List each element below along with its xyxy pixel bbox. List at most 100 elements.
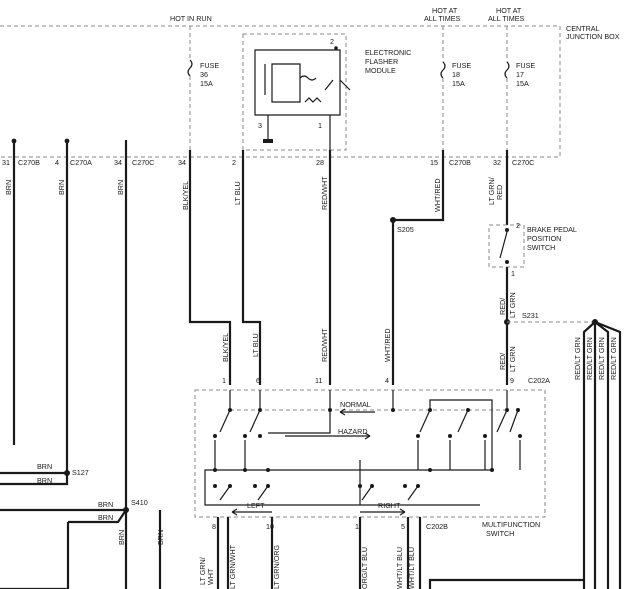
svg-text:5: 5 xyxy=(401,522,405,531)
wire-color-red-lt-grn-2a: RED/ xyxy=(498,353,507,370)
brn-label-s410-bottom: BRN xyxy=(98,513,113,522)
svg-text:SWITCH: SWITCH xyxy=(486,529,514,538)
splice-s231: S231 xyxy=(522,311,539,320)
wire-color-lt-grn-wht-b: LT GRN/WHT xyxy=(228,544,237,589)
wire-color-wht-lt-blu-b: WHT/LT BLU xyxy=(407,547,416,589)
splice-s205: S205 xyxy=(397,225,414,234)
brn-label-s127-bottom: BRN xyxy=(37,476,52,485)
wire-right-bundle-bottom xyxy=(428,578,584,589)
svg-text:15: 15 xyxy=(430,158,438,167)
svg-text:11: 11 xyxy=(315,376,322,385)
wire-color-red-wht-upper: RED/WHT xyxy=(320,176,329,210)
svg-text:4: 4 xyxy=(385,376,389,385)
right-bundle-label-3: RED/LT GRN xyxy=(597,337,606,380)
splice-s410-dot xyxy=(123,507,129,513)
svg-text:6: 6 xyxy=(256,376,260,385)
connector-row: 31 C270B 4 C270A 34 C270C 34 2 28 15 C27… xyxy=(2,158,534,167)
brake-pedal-position-switch: BRAKE PEDAL POSITION SWITCH 2 1 xyxy=(488,221,577,278)
wire-color-red-lt-grn-1a: RED/ xyxy=(498,298,507,315)
splice-s127: S127 xyxy=(72,468,89,477)
right-bundle-label-2: RED/LT GRN xyxy=(585,337,594,380)
svg-text:15A: 15A xyxy=(200,79,213,88)
multifunction-switch: 1 6 11 4 9 C202A NORMAL HAZARD xyxy=(194,376,550,538)
svg-text:8: 8 xyxy=(212,522,216,531)
hot-at-all-times-1-line1: HOT AT xyxy=(432,6,458,15)
wire-lt-grn-wht xyxy=(216,517,230,589)
svg-text:C270A: C270A xyxy=(70,158,92,167)
svg-text:32: 32 xyxy=(493,158,501,167)
svg-text:FUSE: FUSE xyxy=(452,61,471,70)
wire-color-brn-2: BRN xyxy=(57,180,66,195)
wire-brn-s410 xyxy=(0,508,127,589)
svg-text:C270C: C270C xyxy=(132,158,154,167)
wire-color-org-lt-blu: ORG/LT BLU xyxy=(360,547,369,589)
wire-color-blk-yel-upper: BLK/YEL xyxy=(181,181,190,210)
hot-at-all-times-2-line1: HOT AT xyxy=(496,6,522,15)
svg-text:1: 1 xyxy=(511,269,515,278)
brn-label-s127-top: BRN xyxy=(37,462,52,471)
hot-at-all-times-1-line2: ALL TIMES xyxy=(424,14,461,23)
svg-text:17: 17 xyxy=(516,70,524,79)
svg-text:2: 2 xyxy=(516,221,520,230)
svg-text:POSITION: POSITION xyxy=(527,234,561,243)
svg-text:18: 18 xyxy=(452,70,460,79)
right-bundle-label-4: RED/LT GRN xyxy=(609,337,618,380)
wire-blk-yel xyxy=(188,150,232,385)
svg-text:9: 9 xyxy=(510,376,514,385)
right-bundle-wires xyxy=(582,320,622,589)
svg-text:RIGHT: RIGHT xyxy=(378,501,401,510)
wire-color-lt-blu-mid: LT BLU xyxy=(251,333,260,357)
svg-text:BRAKE PEDAL: BRAKE PEDAL xyxy=(527,225,577,234)
wire-lt-blu xyxy=(241,150,262,385)
svg-text:34: 34 xyxy=(114,158,122,167)
svg-text:3: 3 xyxy=(258,121,262,130)
svg-text:1: 1 xyxy=(222,376,226,385)
fuse-17: FUSE 17 15A xyxy=(504,26,535,150)
svg-text:31: 31 xyxy=(2,158,10,167)
fuse-18: FUSE 18 15A xyxy=(440,26,471,150)
svg-text:FLASHER: FLASHER xyxy=(365,57,398,66)
svg-text:C270B: C270B xyxy=(449,158,471,167)
svg-text:FUSE: FUSE xyxy=(200,61,219,70)
svg-text:HAZARD: HAZARD xyxy=(338,427,368,436)
svg-text:34: 34 xyxy=(178,158,186,167)
wire-wht-lt-blu xyxy=(406,517,422,589)
svg-text:4: 4 xyxy=(55,158,59,167)
svg-text:MODULE: MODULE xyxy=(365,66,396,75)
central-junction-box-line2: JUNCTION BOX xyxy=(566,32,620,41)
svg-text:2: 2 xyxy=(330,37,334,46)
hot-at-all-times-2-line2: ALL TIMES xyxy=(488,14,525,23)
hot-in-run-label: HOT IN RUN xyxy=(170,14,212,23)
wire-brn-s127 xyxy=(0,470,69,486)
svg-text:2: 2 xyxy=(232,158,236,167)
wire-color-lt-grn-org: LT GRN/ORG xyxy=(272,545,281,589)
svg-text:C202A: C202A xyxy=(528,376,550,385)
wire-color-red-lt-grn-2b: LT GRN xyxy=(508,346,517,372)
wire-color-lt-grn-red-line1: LT GRN/ xyxy=(487,177,496,205)
svg-text:ELECTRONIC: ELECTRONIC xyxy=(365,48,411,57)
svg-text:C270B: C270B xyxy=(18,158,40,167)
svg-text:28: 28 xyxy=(316,158,324,167)
svg-text:1: 1 xyxy=(355,522,359,531)
svg-text:C202B: C202B xyxy=(426,522,448,531)
fuse-36: FUSE 36 15A xyxy=(187,26,219,150)
wire-color-wht-red-upper: WHT/RED xyxy=(433,178,442,212)
splice-s127-dot xyxy=(64,470,70,476)
wire-color-brn-3: BRN xyxy=(116,180,125,195)
svg-text:15A: 15A xyxy=(516,79,529,88)
wire-color-red-lt-grn-1b: LT GRN xyxy=(508,292,517,318)
wire-color-red-wht-mid: RED/WHT xyxy=(320,328,329,362)
splice-s410: S410 xyxy=(131,498,148,507)
brn-vertical-2: BRN xyxy=(156,530,165,545)
svg-text:NORMAL: NORMAL xyxy=(340,400,371,409)
svg-text:FUSE: FUSE xyxy=(516,61,535,70)
wire-color-wht-red-mid: WHT/RED xyxy=(383,328,392,362)
wire-wht-red xyxy=(391,150,445,385)
wire-color-lt-grn-wht-line1: LT GRN/ xyxy=(198,557,207,585)
svg-text:10: 10 xyxy=(266,522,274,531)
wire-color-lt-grn-wht-line2: WHT xyxy=(206,568,215,585)
central-junction-box-line1: CENTRAL xyxy=(566,24,600,33)
wire-color-blk-yel-mid: BLK/YEL xyxy=(221,333,230,362)
brn-label-s410-top: BRN xyxy=(98,500,113,509)
